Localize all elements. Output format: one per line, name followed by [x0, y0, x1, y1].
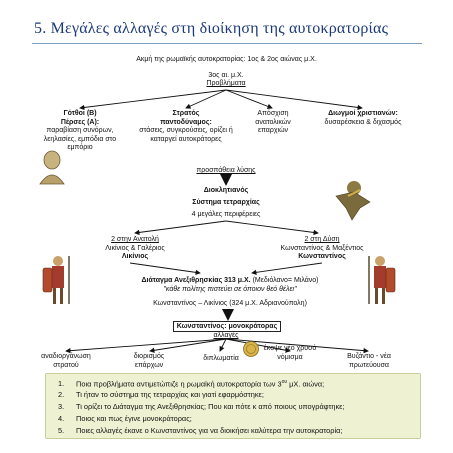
- question-number: 4.: [58, 414, 65, 423]
- regions: 4 μεγάλες περιφέρειες: [191, 211, 261, 218]
- question-2: 2. Τι ήταν το σύστημα της τετραρχίας και …: [58, 390, 264, 399]
- problems-heading: Προβλήματα: [206, 80, 246, 87]
- question-sup: ου: [281, 379, 288, 385]
- question-4: 4. Ποιος και πως έγινε μονοκράτορας;: [58, 414, 192, 423]
- problem-invasions-head2: Πέρσες (Α):: [60, 118, 100, 126]
- question-text: Ποιες αλλαγές έκανε ο Κωνσταντίνος για ν…: [76, 426, 343, 435]
- question-number: 3.: [58, 402, 65, 411]
- title-divider: [32, 43, 422, 44]
- questions-box: 1. Ποια προβλήματα αντιμετώπιζε η ρωμαϊκή…: [45, 373, 421, 439]
- change-diplomacy: διπλωματία: [203, 355, 239, 362]
- edict-title: Διάταγμα Ανεξιθρησκίας 313 μ.Χ.: [141, 277, 251, 284]
- problem-invasions: Γότθοι (Β) Πέρσες (Α): παραβίαση συνόρων…: [32, 110, 128, 153]
- problem-persecution-text: δυσαρέσκεια & διχασμός: [324, 118, 402, 126]
- change-prefects: διορισμός επάρχων: [133, 353, 165, 369]
- change-army: αναδιοργάνωση στρατού: [41, 353, 91, 369]
- question-number: 5.: [58, 426, 65, 435]
- eagle-illustration: [335, 181, 371, 221]
- change-coin: έκοψε νέο χρυσό νόμισμα: [263, 345, 317, 361]
- problem-army-text: στάσεις, συγκρούσεις, ορίζει ή καταργεί …: [139, 127, 233, 143]
- question-5: 5. Ποιες αλλαγές έκανε ο Κωνσταντίνος για…: [58, 426, 342, 435]
- problem-army-head2: παντοδύναμος:: [160, 118, 212, 126]
- roman-bust-illustration: [39, 150, 65, 185]
- gold-coin-illustration: [243, 341, 259, 357]
- west-label: 2 στη Δύση: [304, 236, 340, 243]
- page-title: 5. Μεγάλες αλλαγές στη διοίκηση της αυτο…: [34, 20, 389, 37]
- tetrarchy: Σύστημα τετραρχίας: [192, 199, 260, 206]
- legionary-left-illustration: [42, 256, 70, 304]
- question-text-rest: μΧ. αιώνα;: [287, 379, 325, 389]
- question-1: 1. Ποια προβλήματα αντιμετώπιζε η ρωμαϊκή…: [58, 378, 324, 388]
- west-winner: Κωνσταντίνος: [298, 253, 346, 260]
- problem-invasions-text: παραβίαση συνόρων, λεηλασίες, εμπόδια στ…: [43, 127, 117, 151]
- diocletian: Διοκλητιανός: [203, 187, 249, 194]
- legionary-right-illustration: [368, 256, 396, 304]
- west-group: 2 στη Δύση Κωνσταντίνος & Μαξέντιος Κωνσ…: [262, 236, 382, 262]
- peak-heading: Ακμή της ρωμαϊκής αυτοκρατορίας: 1ος & 2…: [136, 56, 317, 63]
- problem-secession: Απόσχιση ανατολικών επαρχιών: [255, 110, 291, 134]
- changes-label: αλλαγές: [213, 332, 239, 339]
- problem-persecution: Διωγμοί χριστιανών: δυσαρέσκεια & διχασμ…: [312, 110, 414, 127]
- edict-quote: "κάθε πολίτης πιστεύει σε όποιον θεό θέλ…: [163, 286, 297, 293]
- question-text: Ποιος και πως έγινε μονοκράτορας;: [76, 414, 192, 423]
- change-capital: Βυζάντιο - νέα πρωτεύουσα: [347, 353, 391, 369]
- conflict: Κωνσταντίνος – Λικίνιος (324 μ.Χ. Αδριαν…: [153, 300, 307, 307]
- east-winner: Λικίνιος: [121, 253, 149, 260]
- east-group: 2 στην Ανατολή Λικίνιος & Γαλέριος Λικίν…: [80, 236, 190, 262]
- east-rulers: Λικίνιος & Γαλέριος: [105, 244, 165, 252]
- question-text: Τι ορίζει το Διάταγμα της Ανεξιθρησκίας;…: [76, 402, 345, 411]
- monarch-box: Κωνσταντίνος: μονοκράτορας: [152, 321, 302, 332]
- solution-attempt: προσπάθεια λύσης: [196, 167, 256, 174]
- west-rulers: Κωνσταντίνος & Μαξέντιος: [280, 244, 364, 252]
- question-3: 3. Τι ορίζει το Διάταγμα της Ανεξιθρησκία…: [58, 402, 345, 411]
- question-text: Ποια προβλήματα αντιμετώπιζε η ρωμαϊκή α…: [76, 379, 282, 389]
- problem-army-head: Στρατός: [172, 110, 200, 117]
- question-number: 2.: [58, 390, 65, 399]
- monarch: Κωνσταντίνος: μονοκράτορας: [172, 321, 282, 332]
- east-label: 2 στην Ανατολή: [111, 236, 159, 243]
- edict-place: (Μεδιόλανο= Μιλάνο): [252, 277, 319, 284]
- problem-invasions-head: Γότθοι (Β): [63, 110, 97, 117]
- question-text: Τι ήταν το σύστημα της τετραρχίας και γι…: [76, 390, 264, 399]
- problem-persecution-head: Διωγμοί χριστιανών:: [328, 110, 398, 117]
- crisis-century: 3ος αι. μ.Χ.: [208, 72, 244, 79]
- edict: Διάταγμα Ανεξιθρησκίας 313 μ.Χ. (Μεδιόλα…: [80, 277, 380, 286]
- question-number: 1.: [58, 379, 65, 389]
- problem-army: Στρατός παντοδύναμος: στάσεις, συγκρούσε…: [136, 110, 236, 144]
